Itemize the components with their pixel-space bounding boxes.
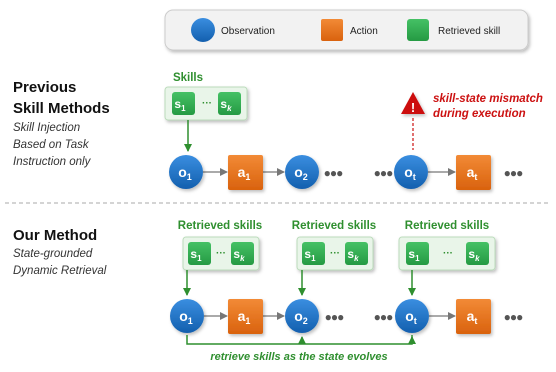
retrieved-skills-group-2: Retrieved skills s1 ··· sk bbox=[292, 220, 376, 271]
svg-text:s1: s1 bbox=[174, 97, 186, 113]
warning-text-line1: skill-state mismatch bbox=[433, 93, 543, 105]
obs-node-ot bbox=[394, 155, 428, 189]
legend-action-swatch bbox=[321, 19, 343, 41]
evolve-feedback-bracket bbox=[186, 335, 416, 345]
previous-section: Previous Skill Methods Skill Injection B… bbox=[13, 72, 543, 190]
svg-text:a1: a1 bbox=[238, 164, 251, 182]
legend-observation-swatch bbox=[191, 18, 215, 42]
warning-triangle-icon: ! bbox=[401, 92, 425, 150]
svg-text:s1: s1 bbox=[304, 247, 316, 263]
act-node-at bbox=[456, 299, 491, 334]
previous-sub-line1: Skill Injection bbox=[13, 122, 80, 134]
svg-text:sk: sk bbox=[220, 97, 232, 113]
svg-text:s1: s1 bbox=[190, 247, 202, 263]
previous-sub-line2: Based on Task bbox=[13, 139, 90, 151]
svg-text:sk: sk bbox=[468, 247, 480, 263]
ours-title: Our Method bbox=[13, 227, 97, 244]
obs-node-ot bbox=[395, 299, 429, 333]
retrieved-skills-group-3: Retrieved skills s1 ··· sk bbox=[398, 220, 496, 271]
svg-text:o1: o1 bbox=[179, 308, 193, 326]
warning-text-line2: during execution bbox=[433, 108, 526, 120]
skill-s1 bbox=[188, 242, 211, 265]
chain-ellipsis: ●●● bbox=[504, 166, 523, 180]
previous-skills-label: Skills bbox=[173, 72, 203, 84]
chain-ellipsis: ●●● bbox=[504, 310, 523, 324]
obs-node-o1 bbox=[170, 299, 204, 333]
skill-sk bbox=[231, 242, 254, 265]
previous-chain: o1 a1 o2 ●●● ●●● ot at ●●● bbox=[169, 155, 524, 190]
svg-text:at: at bbox=[467, 164, 478, 182]
ours-sub-line2: Dynamic Retrieval bbox=[13, 265, 107, 277]
svg-text:o2: o2 bbox=[294, 164, 308, 182]
skill-s1 bbox=[302, 242, 325, 265]
act-node-at bbox=[456, 155, 491, 190]
svg-text:ot: ot bbox=[405, 308, 417, 326]
previous-title-line1: Previous bbox=[13, 79, 76, 96]
ours-sub-line1: State-grounded bbox=[13, 248, 93, 260]
retrieved-skills-label: Retrieved skills bbox=[178, 220, 262, 232]
legend-box bbox=[164, 9, 529, 51]
svg-text:at: at bbox=[467, 308, 478, 326]
previous-skills-box: s1 ··· sk bbox=[164, 86, 248, 121]
previous-sub-line3: Instruction only bbox=[13, 156, 92, 168]
retrieved-skills-group-1: Retrieved skills s1 ··· sk bbox=[178, 220, 262, 271]
obs-node-o2 bbox=[285, 299, 319, 333]
skill-sk bbox=[218, 92, 241, 115]
legend-skill-swatch bbox=[407, 19, 429, 41]
legend-observation-label: Observation bbox=[221, 26, 275, 37]
chain-ellipsis: ●●● bbox=[374, 310, 393, 324]
skill-s1 bbox=[406, 242, 429, 265]
skill-ellipsis: ··· bbox=[330, 248, 340, 259]
chain-ellipsis: ●●● bbox=[324, 166, 343, 180]
bottom-caption: retrieve skills as the state evolves bbox=[210, 351, 387, 363]
legend-skill-label: Retrieved skill bbox=[438, 26, 500, 37]
svg-text:sk: sk bbox=[347, 247, 359, 263]
act-node-a1 bbox=[228, 299, 263, 334]
skill-s1 bbox=[172, 92, 195, 115]
skill-ellipsis: ··· bbox=[202, 98, 212, 109]
skill-sk bbox=[466, 242, 489, 265]
skill-ellipsis: ··· bbox=[216, 248, 226, 259]
chain-ellipsis: ●●● bbox=[325, 310, 344, 324]
svg-text:!: ! bbox=[411, 100, 415, 115]
retrieved-skills-label: Retrieved skills bbox=[405, 220, 489, 232]
skill-ellipsis: ··· bbox=[443, 248, 453, 259]
our-chain: o1 a1 o2 ●●● ●●● ot at ●●● bbox=[170, 299, 524, 334]
retrieved-skills-label: Retrieved skills bbox=[292, 220, 376, 232]
svg-text:ot: ot bbox=[404, 164, 416, 182]
skill-sk bbox=[345, 242, 368, 265]
legend: Observation Action Retrieved skill bbox=[164, 9, 529, 51]
previous-title-line2: Skill Methods bbox=[13, 100, 110, 117]
svg-text:a1: a1 bbox=[238, 308, 251, 326]
obs-node-o2 bbox=[285, 155, 319, 189]
chain-ellipsis: ●●● bbox=[374, 166, 393, 180]
obs-node-o1 bbox=[169, 155, 203, 189]
act-node-a1 bbox=[228, 155, 263, 190]
svg-text:o1: o1 bbox=[178, 164, 192, 182]
svg-text:s1: s1 bbox=[408, 247, 420, 263]
our-section: Our Method State-grounded Dynamic Retrie… bbox=[13, 220, 524, 363]
legend-action-label: Action bbox=[350, 26, 378, 37]
svg-text:o2: o2 bbox=[294, 308, 308, 326]
svg-text:sk: sk bbox=[233, 247, 245, 263]
